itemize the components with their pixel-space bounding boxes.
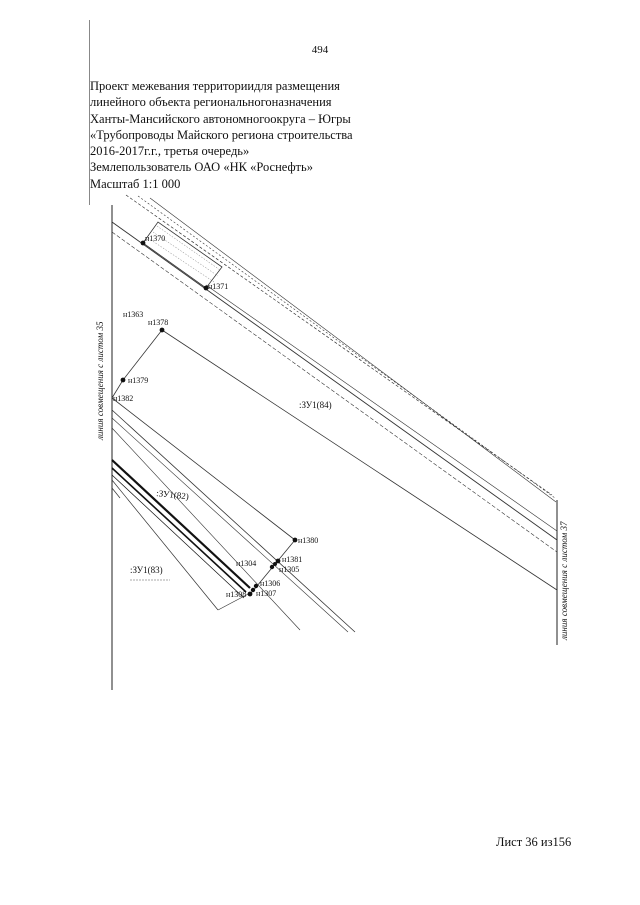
corridor-lower <box>111 479 253 611</box>
header-line-5: 2016-2017г.г., третья очередь» <box>90 144 250 159</box>
document-header: Проект межевания территориидля размещени… <box>90 78 390 192</box>
label-n1305: н1305 <box>279 565 299 574</box>
label-n1381: н1381 <box>282 555 302 564</box>
label-n1382: н1382 <box>113 394 133 403</box>
label-n1308: н1308 <box>226 590 246 599</box>
header-line-6: Землепользователь ОАО «НК «Роснефть» <box>90 160 313 175</box>
edge-label-right: линия совмещения с листом 37 <box>559 521 569 641</box>
label-n1304: н1304 <box>236 559 256 568</box>
header-line-7-scale: Масштаб 1:1 000 <box>90 176 181 191</box>
page-number: 494 <box>311 44 329 56</box>
marker-n1305 <box>273 562 277 566</box>
marker-n1370 <box>140 240 146 246</box>
marker-n1381 <box>275 558 281 564</box>
corridor-upper <box>111 194 558 553</box>
label-n1307: н1307 <box>256 589 276 598</box>
marker-n1308 <box>247 591 253 597</box>
marker-n1307 <box>250 587 256 593</box>
label-n1371: н1371 <box>208 282 228 291</box>
pipeline <box>111 459 251 599</box>
marker-n1306 <box>253 583 259 589</box>
point-markers <box>120 240 298 597</box>
label-n1378: н1378 <box>148 318 168 327</box>
header-line-4: «Трубопроводы Майского региона строитель… <box>90 127 353 142</box>
zone-label-zu82: :ЗУ1(82) <box>156 488 190 501</box>
label-n1363: н1363 <box>123 310 143 319</box>
marker-n1371 <box>203 285 209 291</box>
header-line-2: линейного объекта региональногоназначени… <box>90 95 332 110</box>
zone-label-zu83: :ЗУ1(83) <box>130 565 163 575</box>
marker-n1304 <box>269 564 275 570</box>
header-line-3: Ханты-Мансийского автономногоокруга – Юг… <box>90 111 351 126</box>
corridor-middle <box>111 397 356 633</box>
left-margin-rule <box>89 20 90 205</box>
hatched-plot <box>142 221 223 289</box>
label-n1306: н1306 <box>260 579 280 588</box>
marker-n1378 <box>159 327 165 333</box>
sheet-number: Лист 36 из156 <box>496 835 572 849</box>
marker-n1380 <box>292 537 298 543</box>
label-n1370: н1370 <box>145 234 165 243</box>
edge-label-left: линия совмещения с листом 35 <box>95 321 105 441</box>
marker-n1379 <box>120 377 126 383</box>
label-n1379: н1379 <box>128 376 148 385</box>
header-line-1: Проект межевания территориидля размещени… <box>90 79 340 93</box>
label-n1380: н1380 <box>298 536 318 545</box>
zone-label-zu84: :ЗУ1(84) <box>299 400 332 410</box>
plot-boundary-1378 <box>111 329 558 591</box>
